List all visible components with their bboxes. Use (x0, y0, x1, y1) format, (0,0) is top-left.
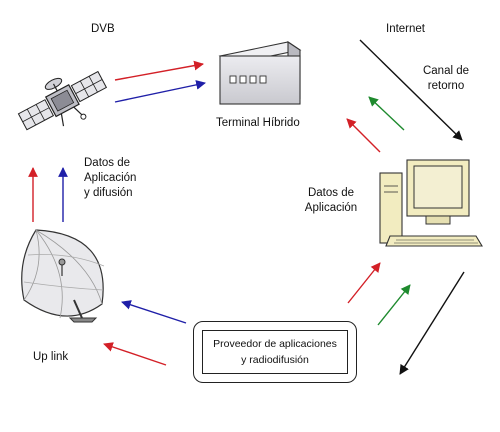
return-channel-label: Canal de retorno (422, 65, 470, 92)
app-data-broadcast-label: Datos de Aplicación y difusión (84, 157, 137, 199)
arrow-black-internet (359, 39, 463, 141)
satellite-dish-icon (21, 229, 105, 323)
hybrid-terminal-label: Terminal Híbrido (216, 117, 300, 129)
arrow-blue-provider-to-uplink (121, 300, 187, 324)
dvb-label: DVB (91, 23, 115, 35)
arrow-red-provider-to-computer (347, 262, 381, 304)
arrow-black-return (399, 271, 465, 375)
arrow-green-provider-to-computer (377, 284, 411, 326)
arrow-blue-satellite-to-terminal (114, 80, 206, 103)
app-data-label: Datos de Aplicación (304, 187, 358, 214)
internet-label: Internet (386, 23, 425, 35)
uplink-label: Up link (33, 351, 69, 363)
desktop-computer-icon (379, 159, 483, 247)
arrow-red-satellite-to-terminal (114, 60, 204, 81)
arrow-red-provider-to-uplink (103, 342, 167, 366)
provider-box: Proveedor de aplicaciones y radiodifusió… (193, 321, 357, 383)
satellite-icon (17, 70, 108, 131)
arrow-green-computer-to-terminal (368, 96, 405, 131)
arrow-red-computer-to-terminal (346, 118, 381, 153)
hybrid-terminal-icon (218, 40, 302, 105)
provider-label: Proveedor de aplicaciones y radiodifusió… (202, 330, 348, 374)
